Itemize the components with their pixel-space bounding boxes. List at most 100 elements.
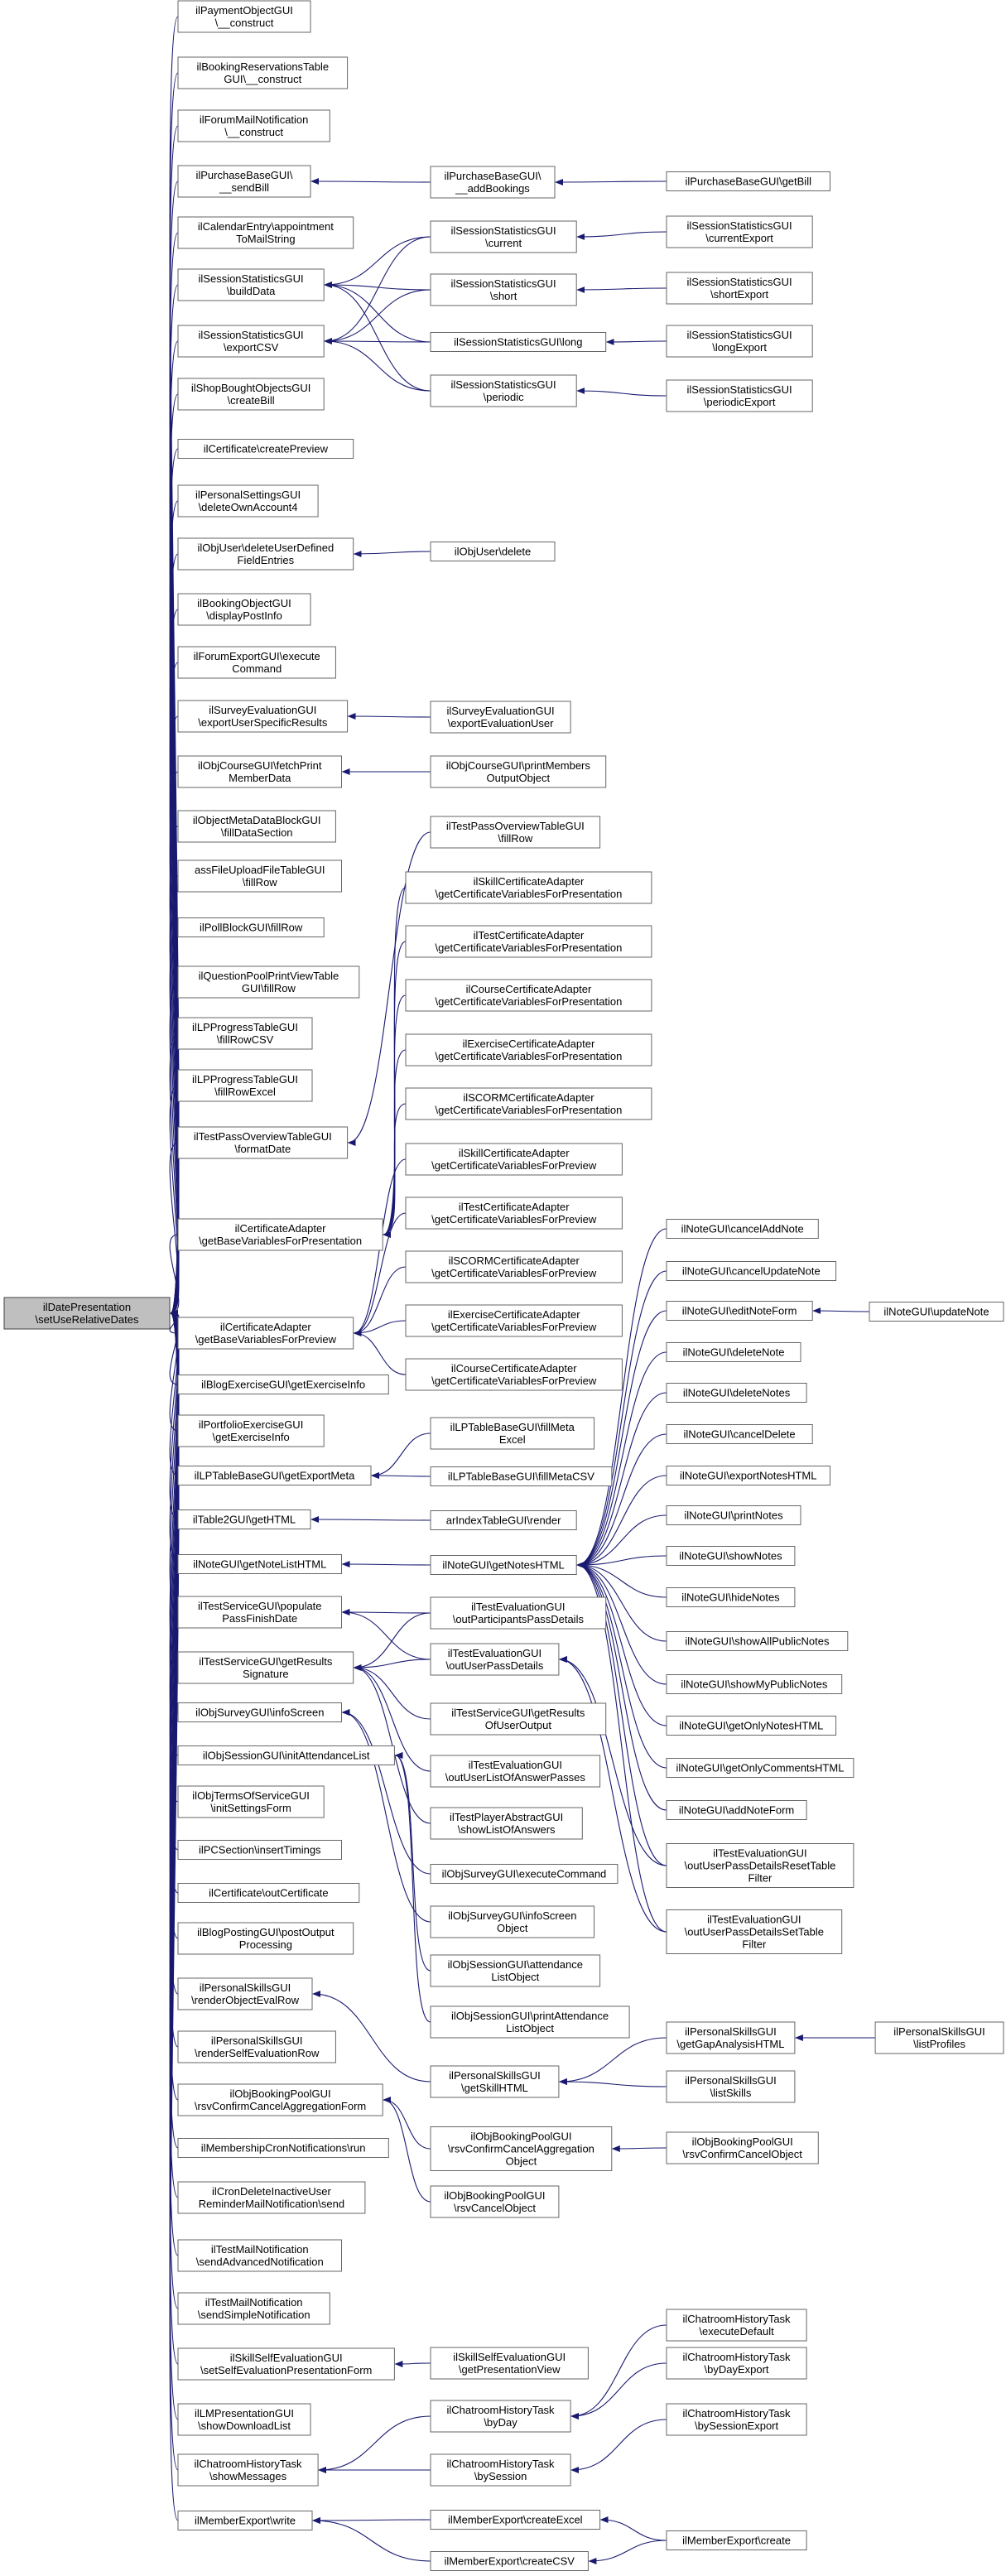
function-node[interactable]: ilPersonalSkillsGUI\renderSelfEvaluation… — [177, 2030, 336, 2063]
function-node[interactable]: arIndexTableGUI\render — [430, 1510, 577, 1530]
function-node[interactable]: ilNoteGUI\cancelAddNote — [666, 1219, 819, 1239]
function-node[interactable]: ilObjBookingPoolGUI\rsvConfirmCancelObje… — [666, 2131, 819, 2164]
function-node[interactable]: ilPersonalSkillsGUI\getGapAnalysisHTML — [666, 2021, 796, 2054]
function-node[interactable]: ilPortfolioExerciseGUI\getExerciseInfo — [177, 1414, 325, 1447]
function-node[interactable]: ilChatroomHistoryTask\bySession — [430, 2453, 571, 2487]
function-node[interactable]: ilNoteGUI\cancelDelete — [666, 1424, 813, 1444]
function-node[interactable]: ilLPProgressTableGUI\fillRowCSV — [177, 1017, 313, 1050]
function-node[interactable]: ilPCSection\insertTimings — [177, 1840, 342, 1860]
function-node[interactable]: ilObjSurveyGUI\executeCommand — [430, 1864, 619, 1884]
function-node[interactable]: ilBookingObjectGUI\displayPostInfo — [177, 593, 311, 626]
function-node[interactable]: ilNoteGUI\getOnlyCommentsHTML — [666, 1758, 854, 1778]
function-node[interactable]: ilNoteGUI\getOnlyNotesHTML — [666, 1716, 837, 1736]
function-node[interactable]: ilSessionStatisticsGUI\exportCSV — [177, 325, 325, 358]
function-node[interactable]: ilMemberExport\write — [177, 2511, 313, 2530]
function-node[interactable]: ilTestCertificateAdapter\getCertificateV… — [405, 925, 652, 958]
function-node[interactable]: ilMembershipCronNotifications\run — [177, 2138, 389, 2158]
function-node[interactable]: ilNoteGUI\showNotes — [666, 1546, 796, 1566]
function-node[interactable]: ilSessionStatisticsGUI\buildData — [177, 268, 325, 301]
function-node[interactable]: ilSessionStatisticsGUI\longExport — [666, 325, 813, 358]
function-node[interactable]: ilNoteGUI\updateNote — [869, 1302, 1004, 1322]
function-node[interactable]: ilSkillSelfEvaluationGUI\getPresentation… — [430, 2347, 589, 2380]
function-node[interactable]: ilForumMailNotification\__construct — [177, 109, 330, 142]
function-node[interactable]: ilObjUser\delete — [430, 542, 556, 561]
function-node[interactable]: ilPurchaseBaseGUI\__sendBill — [177, 165, 311, 198]
function-node[interactable]: ilSessionStatisticsGUI\periodic — [430, 374, 577, 407]
function-node[interactable]: ilNoteGUI\addNoteForm — [666, 1800, 807, 1820]
function-node[interactable]: ilNoteGUI\exportNotesHTML — [666, 1466, 830, 1485]
function-node[interactable]: ilTestCertificateAdapter\getCertificateV… — [405, 1197, 623, 1230]
function-node[interactable]: ilCourseCertificateAdapter\getCertificat… — [405, 1358, 623, 1391]
function-node[interactable]: ilTestEvaluationGUI\outUserListOfAnswerP… — [430, 1755, 601, 1788]
root-node[interactable]: ilDatePresentation\setUseRelativeDates — [3, 1297, 171, 1330]
function-node[interactable]: ilLPTableBaseGUI\getExportMeta — [177, 1466, 372, 1485]
function-node[interactable]: ilNoteGUI\getNotesHTML — [430, 1555, 577, 1575]
function-node[interactable]: ilMemberExport\create — [666, 2530, 807, 2550]
function-node[interactable]: ilObjBookingPoolGUI\rsvCancelObject — [430, 2185, 560, 2218]
function-node[interactable]: ilChatroomHistoryTask\executeDefault — [666, 2309, 807, 2342]
function-node[interactable]: ilObjectMetaDataBlockGUI\fillDataSection — [177, 810, 336, 843]
function-node[interactable]: ilCertificate\outCertificate — [177, 1883, 360, 1903]
function-node[interactable]: ilSessionStatisticsGUI\current — [430, 220, 577, 253]
function-node[interactable]: ilPollBlockGUI\fillRow — [177, 917, 325, 937]
function-node[interactable]: ilTestEvaluationGUI\outParticipantsPassD… — [430, 1596, 607, 1630]
function-node[interactable]: ilPersonalSkillsGUI\listSkills — [666, 2070, 796, 2103]
function-node[interactable]: ilObjSessionGUI\printAttendanceListObjec… — [430, 2005, 630, 2039]
function-node[interactable]: ilObjTermsOfServiceGUI\initSettingsForm — [177, 1785, 325, 1818]
function-node[interactable]: ilCertificate\createPreview — [177, 439, 354, 459]
function-node[interactable]: ilTestEvaluationGUI\outUserPassDetails — [430, 1643, 560, 1676]
function-node[interactable]: ilNoteGUI\deleteNote — [666, 1342, 801, 1362]
function-node[interactable]: ilChatroomHistoryTask\bySessionExport — [666, 2403, 807, 2436]
function-node[interactable]: ilNoteGUI\showAllPublicNotes — [666, 1631, 849, 1651]
function-node[interactable]: ilShopBoughtObjectsGUI\createBill — [177, 378, 325, 411]
function-node[interactable]: ilSessionStatisticsGUI\shortExport — [666, 272, 813, 305]
function-node[interactable]: ilCronDeleteInactiveUserReminderMailNoti… — [177, 2181, 366, 2214]
function-node[interactable]: ilMemberExport\createCSV — [430, 2551, 589, 2571]
function-node[interactable]: ilTestEvaluationGUI\outUserPassDetailsSe… — [666, 1909, 843, 1954]
function-node[interactable]: ilPurchaseBaseGUI\getBill — [666, 171, 830, 191]
function-node[interactable]: ilObjSessionGUI\initAttendanceList — [177, 1745, 395, 1765]
function-node[interactable]: ilSkillCertificateAdapter\getCertificate… — [405, 1143, 623, 1176]
function-node[interactable]: ilPersonalSkillsGUI\listProfiles — [874, 2021, 1004, 2054]
function-node[interactable]: ilLPTableBaseGUI\fillMetaCSV — [430, 1466, 613, 1486]
function-node[interactable]: ilSurveyEvaluationGUI\exportEvaluationUs… — [430, 701, 571, 734]
function-node[interactable]: ilNoteGUI\showMyPublicNotes — [666, 1674, 843, 1694]
function-node[interactable]: ilObjBookingPoolGUI\rsvConfirmCancelAggr… — [177, 2083, 383, 2116]
function-node[interactable]: ilChatroomHistoryTask\showMessages — [177, 2453, 319, 2487]
function-node[interactable]: ilForumExportGUI\executeCommand — [177, 646, 336, 679]
function-node[interactable]: ilNoteGUI\getNoteListHTML — [177, 1554, 342, 1574]
function-node[interactable]: ilSCORMCertificateAdapter\getCertificate… — [405, 1250, 623, 1283]
function-node[interactable]: ilChatroomHistoryTask\byDay — [430, 2400, 571, 2433]
function-node[interactable]: ilSkillSelfEvaluationGUI\setSelfEvaluati… — [177, 2347, 395, 2381]
function-node[interactable]: ilTestMailNotification\sendAdvancedNotif… — [177, 2239, 342, 2272]
function-node[interactable]: ilSCORMCertificateAdapter\getCertificate… — [405, 1087, 652, 1120]
function-node[interactable]: ilTestPassOverviewTableGUI\formatDate — [177, 1126, 349, 1159]
function-node[interactable]: ilSessionStatisticsGUI\short — [430, 273, 577, 306]
function-node[interactable]: ilPurchaseBaseGUI\__addBookings — [430, 166, 556, 199]
function-node[interactable]: ilSessionStatisticsGUI\currentExport — [666, 215, 813, 248]
function-node[interactable]: ilCourseCertificateAdapter\getCertificat… — [405, 979, 652, 1012]
function-node[interactable]: ilBookingReservationsTableGUI\__construc… — [177, 56, 349, 89]
function-node[interactable]: ilLMPresentationGUI\showDownloadList — [177, 2403, 311, 2436]
function-node[interactable]: ilTestEvaluationGUI\outUserPassDetailsRe… — [666, 1843, 854, 1888]
function-node[interactable]: ilPersonalSettingsGUI\deleteOwnAccount4 — [177, 484, 319, 518]
function-node[interactable]: ilNoteGUI\hideNotes — [666, 1587, 796, 1607]
function-node[interactable]: ilPersonalSkillsGUI\getSkillHTML — [430, 2065, 560, 2098]
function-node[interactable]: ilCertificateAdapter\getBaseVariablesFor… — [177, 1317, 354, 1350]
function-node[interactable]: ilCertificateAdapter\getBaseVariablesFor… — [177, 1218, 383, 1251]
function-node[interactable]: assFileUploadFileTableGUI\fillRow — [177, 859, 342, 893]
function-node[interactable]: ilChatroomHistoryTask\byDayExport — [666, 2347, 807, 2380]
function-node[interactable]: ilTestMailNotification\sendSimpleNotific… — [177, 2292, 330, 2325]
